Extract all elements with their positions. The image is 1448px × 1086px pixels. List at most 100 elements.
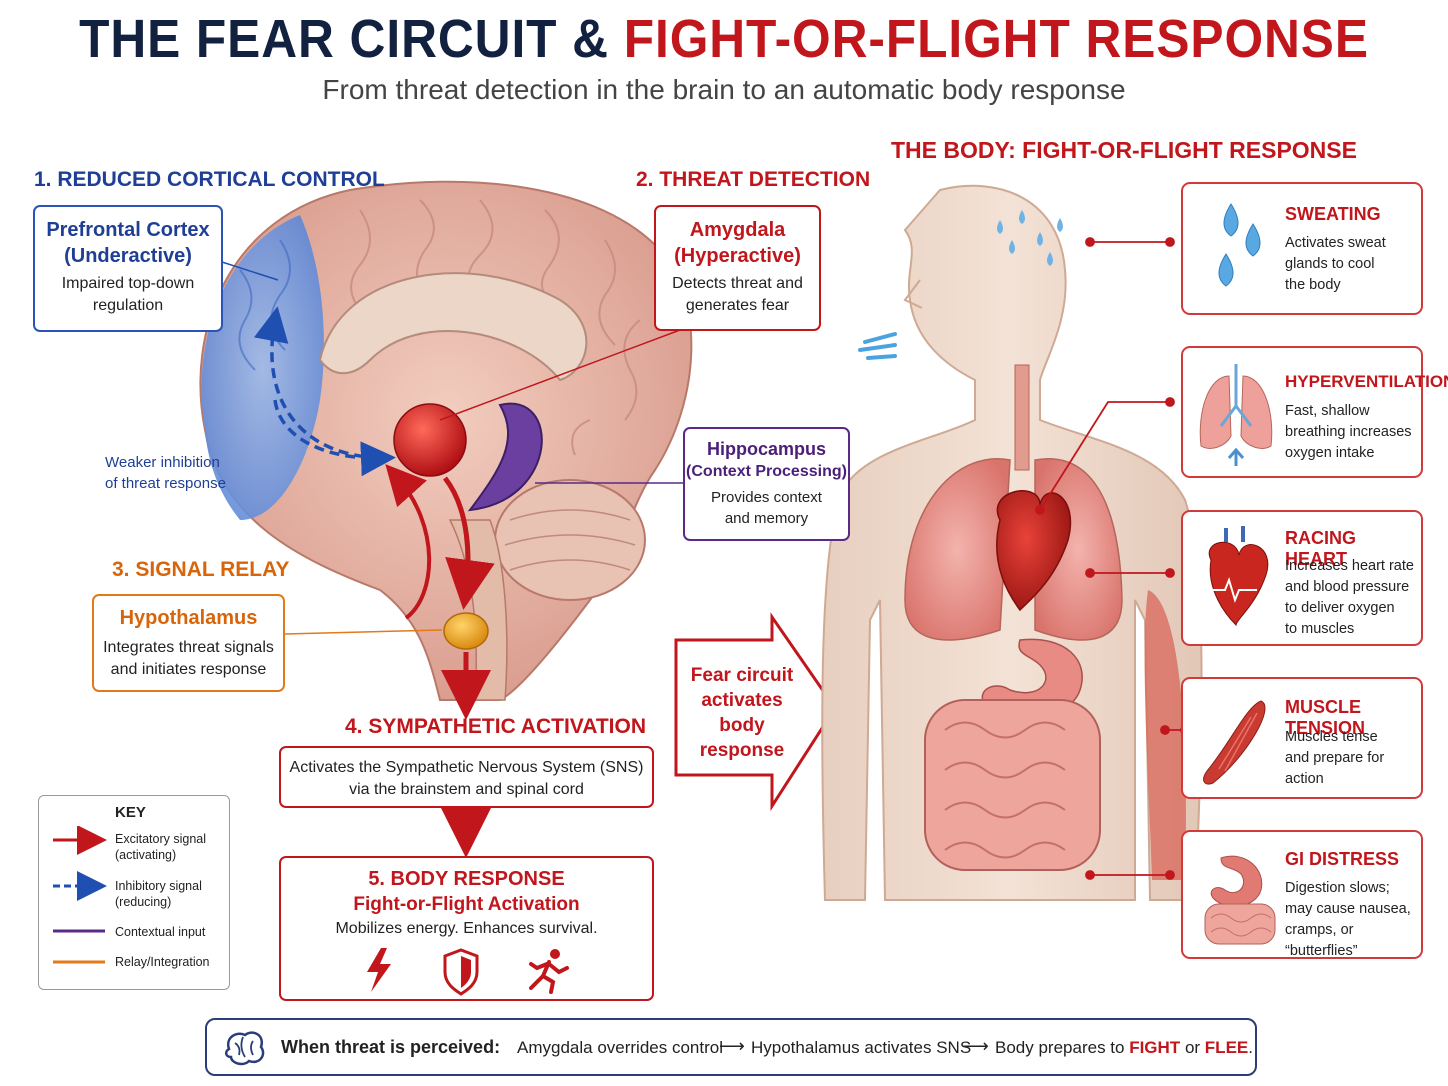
hyperventilation-line2: breathing increases (1285, 424, 1412, 440)
page-subtitle: From threat detection in the brain to an… (322, 74, 1126, 105)
sweating-title: SWEATING (1285, 204, 1381, 224)
sweating-line2: glands to cool (1285, 256, 1375, 272)
weaker-line1: Weaker inhibition (105, 454, 220, 471)
weaker-line2: of threat response (105, 475, 226, 492)
step1-heading: 1. REDUCED CORTICAL CONTROL (34, 168, 385, 191)
title-part2: FIGHT-OR-FLIGHT RESPONSE (623, 9, 1369, 69)
arrow-right-icon-2: ⟶ (963, 1036, 989, 1056)
legend-inhibitory-l1: Inhibitory signal (115, 879, 202, 893)
sweating-line3: the body (1285, 277, 1341, 293)
hippocampus-state: (Context Processing) (686, 463, 847, 480)
hippocampus-name: Hippocampus (706, 439, 826, 459)
legend-title: KEY (115, 804, 146, 821)
summary-period: . (1248, 1038, 1253, 1057)
lungs-icon (1199, 364, 1273, 466)
brain-illustration (199, 180, 693, 720)
gi-distress-text: Digestion slows; may cause nausea, cramp… (1285, 878, 1421, 962)
summary-fight: FIGHT (1129, 1038, 1181, 1057)
leader-prefrontal (221, 261, 279, 281)
legend-inhibitory: Inhibitory signal (reducing) (115, 878, 202, 910)
running-person-icon (529, 949, 569, 994)
prefrontal-state: (Underactive) (64, 245, 192, 267)
muscle-tension-title: MUSCLE TENSION (1285, 697, 1366, 738)
summary-step3-text: Body prepares to (995, 1038, 1125, 1057)
legend-excitatory-l1: Excitatory signal (115, 832, 207, 846)
shield-icon (443, 948, 479, 996)
prefrontal-box: Prefrontal Cortex (Underactive) Impaired… (33, 205, 223, 332)
step4-heading: 4. SYMPATHETIC ACTIVATION (345, 715, 647, 738)
fear-arrow-l1: Fear circuit (690, 665, 794, 686)
hyperventilation-line3: oxygen intake (1285, 445, 1375, 461)
amygdala-desc2: generates fear (685, 297, 790, 314)
card-muscle-tension: MUSCLE TENSION Muscles tense and prepare… (1181, 677, 1423, 799)
summary-bar: When threat is perceived: Amygdala overr… (205, 1018, 1257, 1076)
body-response-box: 5. BODY RESPONSE Fight-or-Flight Activat… (279, 856, 654, 1001)
summary-lead: When threat is perceived: (281, 1037, 501, 1057)
title-part1: THE FEAR CIRCUIT & (79, 9, 609, 69)
amygdala-state: (Hyperactive) (674, 245, 801, 267)
stomach-icon (1204, 855, 1276, 945)
sympathetic-line2: via the brainstem and spinal cord (349, 781, 584, 798)
amygdala-box: Amygdala (Hyperactive) Detects threat an… (654, 205, 821, 331)
amygdala-desc1: Detects threat and (672, 275, 803, 292)
lightning-icon (367, 948, 391, 992)
hippocampus-desc1: Provides context (711, 489, 822, 506)
card-racing-heart: RACING HEART Increases heart rate and bl… (1181, 510, 1423, 646)
prefrontal-desc1: Impaired top-down (61, 275, 195, 292)
water-drops-icon (1218, 203, 1261, 287)
step3-heading: 3. SIGNAL RELAY (112, 558, 290, 581)
fear-arrow-l2: activates (701, 690, 783, 711)
sympathetic-box: Activates the Sympathetic Nervous System… (279, 746, 654, 808)
step2-heading: 2. THREAT DETECTION (636, 168, 871, 191)
hippocampus-box: Hippocampus (Context Processing) Provide… (683, 427, 850, 541)
sympathetic-line1: Activates the Sympathetic Nervous System… (289, 759, 644, 776)
hyperventilation-text: Fast, shallow breathing increases oxygen… (1285, 401, 1412, 464)
body-illustration (821, 184, 1203, 901)
muscle-tension-line3: action (1285, 771, 1324, 787)
body-response-sub: Fight-or-Flight Activation (353, 894, 580, 915)
racing-heart-title: RACING HEART (1285, 528, 1356, 569)
gi-distress-line1: Digestion slows; (1285, 880, 1390, 896)
card-gi-distress: GI DISTRESS Digestion slows; may cause n… (1181, 830, 1423, 959)
summary-step3: Body prepares to FIGHT or FLEE. (995, 1038, 1253, 1058)
muscle-tension-line2: and prepare for (1285, 750, 1385, 766)
legend-relay: Relay/Integration (115, 955, 210, 969)
sweating-line1: Activates sweat (1285, 235, 1386, 251)
summary-step1: Amygdala overrides control (517, 1038, 723, 1057)
leader-hypothalamus (284, 629, 443, 635)
prefrontal-desc2: regulation (92, 297, 164, 314)
racing-heart-line1: Increases heart rate (1285, 558, 1414, 574)
legend-inhibitory-l2: (reducing) (115, 895, 172, 909)
hyperventilation-title: HYPERVENTILATION (1285, 372, 1448, 391)
arrow-right-icon: ⟶ (719, 1036, 745, 1056)
racing-heart-text: Increases heart rate and blood pressure … (1285, 556, 1414, 640)
muscle-icon (1203, 700, 1266, 785)
page-title: THE FEAR CIRCUIT & FIGHT-OR-FLIGHT RESPO… (58, 8, 1390, 70)
heart-icon (1208, 526, 1269, 627)
summary-flee: FLEE (1204, 1038, 1249, 1057)
racing-heart-line2: and blood pressure (1285, 579, 1410, 595)
gi-distress-title: GI DISTRESS (1285, 849, 1400, 869)
legend-swatches (53, 826, 107, 964)
card-hyperventilation: HYPERVENTILATION Fast, shallow breathing… (1181, 346, 1448, 478)
hyperventilation-line1: Fast, shallow (1285, 403, 1370, 419)
body-response-icons (367, 948, 569, 996)
legend-contextual: Contextual input (115, 925, 206, 939)
hypothalamus-desc1: Integrates threat signals (103, 639, 274, 656)
fear-circuit-arrow (674, 612, 837, 812)
sweating-text: Activates sweat glands to cool the body (1285, 233, 1386, 296)
fear-arrow-l4: response (699, 740, 785, 761)
hypothalamus-name: Hypothalamus (119, 607, 258, 629)
racing-heart-line4: to muscles (1285, 621, 1355, 637)
gi-distress-line2: may cause nausea, (1285, 901, 1411, 917)
hypothalamus-box: Hypothalamus Integrates threat signals a… (92, 594, 285, 692)
muscle-tension-line1: Muscles tense (1285, 729, 1378, 745)
body-heading: THE BODY: FIGHT-OR-FLIGHT RESPONSE (891, 137, 1357, 163)
card-sweating: SWEATING Activates sweat glands to cool … (1181, 182, 1423, 315)
legend-excitatory: Excitatory signal (activating) (115, 831, 206, 863)
fear-arrow-text: Fear circuit activates body response (680, 663, 804, 763)
body-response-desc: Mobilizes energy. Enhances survival. (335, 920, 598, 937)
hypothalamus-desc2: and initiates response (110, 661, 267, 678)
brain-icon (225, 1031, 265, 1066)
